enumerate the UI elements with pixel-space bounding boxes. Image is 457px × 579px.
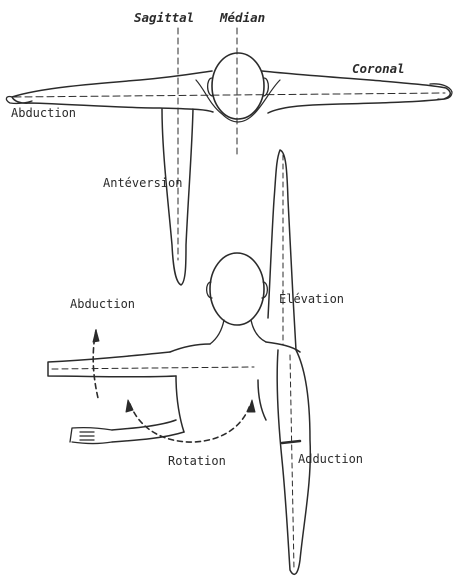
abduction-arrow [93, 330, 99, 342]
front-view-figure [48, 150, 310, 574]
abduction-top-label: Abduction [11, 106, 76, 120]
adduction-axis [290, 355, 294, 570]
left-arm-horizontal [48, 352, 176, 377]
torso-outline [170, 342, 300, 432]
rotation-label: Rotation [168, 454, 226, 468]
rotation-arc [130, 404, 250, 442]
adduction-label: Adduction [298, 452, 363, 466]
coronal-plane-line [14, 93, 445, 97]
sagittal-plane-label: Sagittal [134, 10, 194, 25]
anteversion-label: Antéversion [103, 176, 182, 190]
front-head [210, 253, 264, 325]
elevation-label: Élévation [279, 292, 344, 306]
left-forearm-bent [112, 420, 184, 442]
median-plane-label: Médian [220, 10, 265, 25]
left-hand [70, 428, 112, 444]
neck [210, 320, 266, 344]
abduction-axis [52, 367, 254, 369]
adduction-marker [282, 441, 300, 443]
coronal-plane-label: Coronal [352, 61, 405, 76]
top-head [212, 53, 264, 119]
top-shoulders [196, 80, 280, 122]
top-arms-outline [12, 71, 450, 113]
rotation-arrow-left [126, 400, 133, 412]
raised-arm [268, 150, 296, 350]
abduction-side-label: Abduction [70, 297, 135, 311]
rotation-arrow-right [248, 400, 255, 412]
